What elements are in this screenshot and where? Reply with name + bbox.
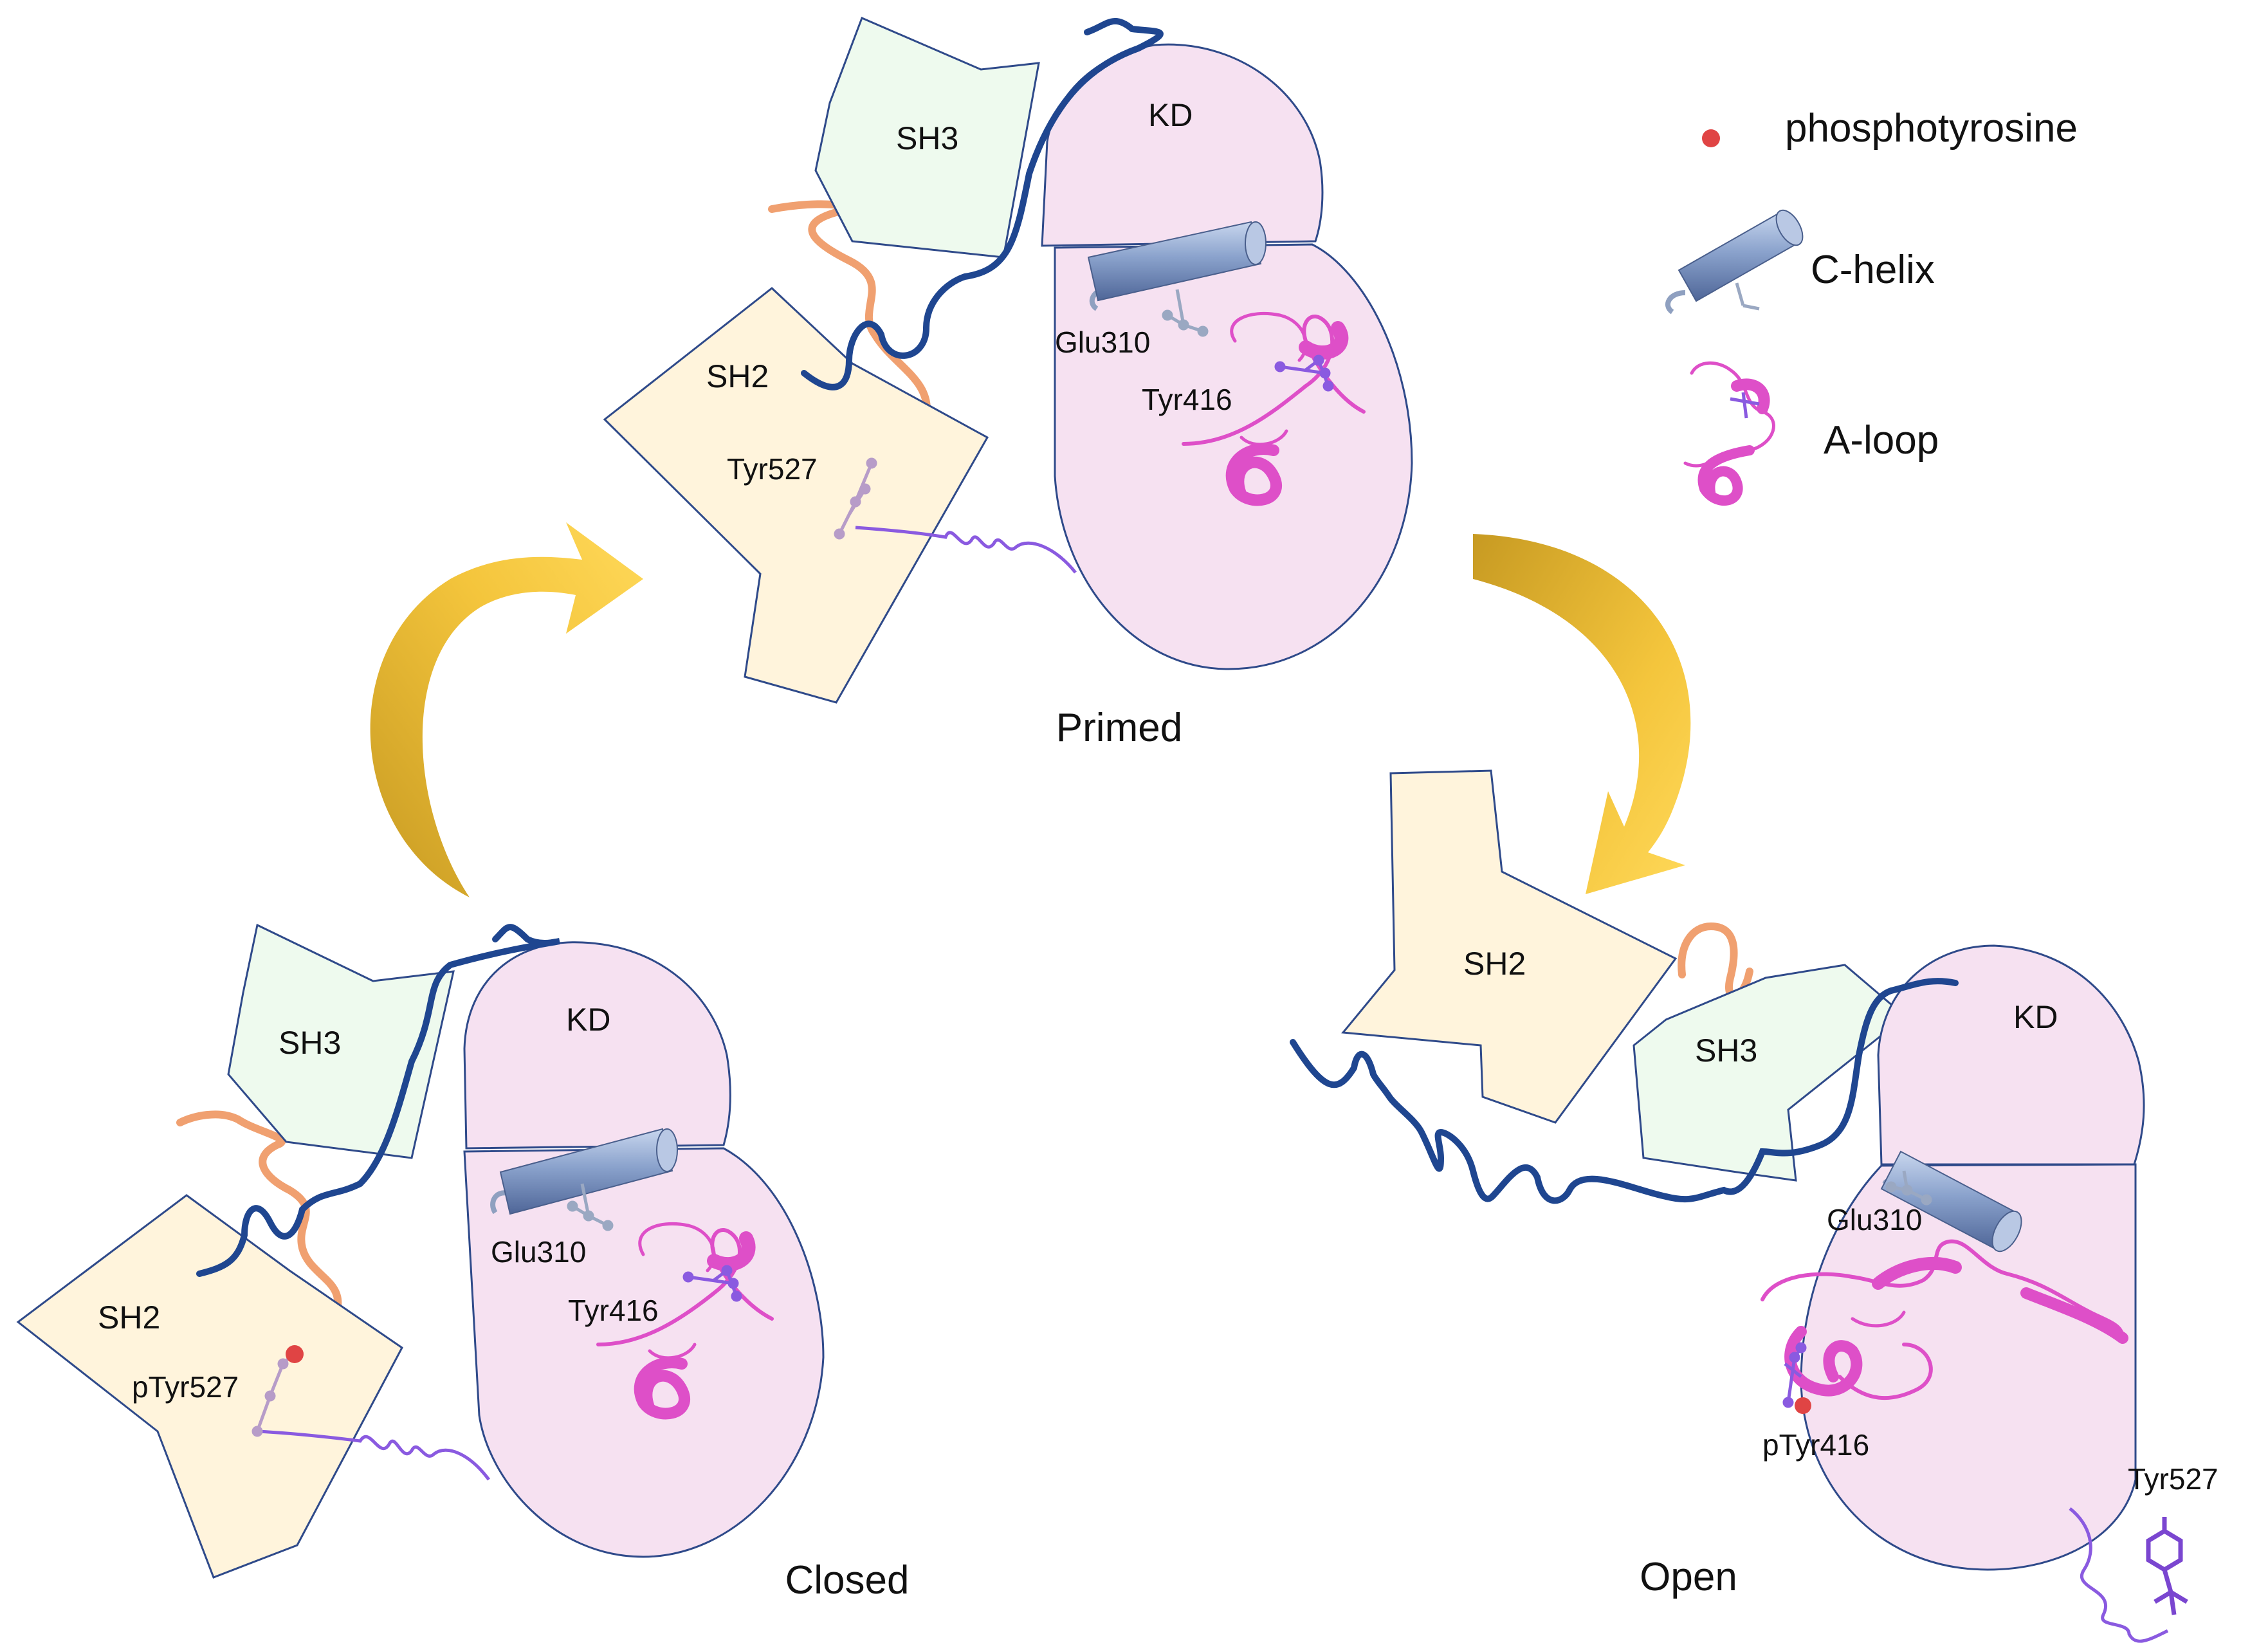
a-loop-ribbon-icon	[1683, 361, 1775, 506]
ptyr416-label: pTyr416	[1762, 1428, 1869, 1462]
state-label-closed: Closed	[785, 1558, 910, 1602]
sh2-domain	[1341, 769, 1678, 1124]
kd-n-lobe	[1041, 43, 1324, 247]
arrow-closed-to-primed	[370, 522, 643, 897]
c-terminal-tail	[2069, 1507, 2169, 1643]
sh2-kinase-linker	[801, 18, 1164, 390]
legend-item-c-helix: C-helix	[1665, 209, 1935, 315]
c-helix-cylinder-icon	[1665, 209, 1804, 315]
ptyr527-label: pTyr527	[132, 1370, 239, 1404]
c-terminal-tail	[855, 526, 1077, 574]
kd-n-lobe	[1877, 944, 2145, 1166]
sh2-domain	[16, 1194, 403, 1579]
state-primed: SH3 KD SH2 Glu310 Tyr416 Tyr527 Primed	[603, 16, 1413, 750]
tyr416-residue	[682, 1265, 742, 1302]
sh3-label: SH3	[1695, 1032, 1757, 1069]
phosphate-dot	[1795, 1397, 1811, 1414]
sh3-label: SH3	[279, 1025, 341, 1061]
sh3-sh2-linker	[176, 1110, 342, 1310]
sh3-domain	[227, 923, 455, 1159]
kd-label: KD	[566, 1002, 610, 1038]
arrow-primed-to-open	[1473, 534, 1691, 894]
sh2-kinase-linker	[196, 924, 560, 1277]
a-loop-tyr-icon	[1730, 392, 1760, 419]
glu310-residue	[1885, 1170, 1932, 1206]
kinase-domain	[463, 941, 825, 1558]
sh3-domain	[814, 16, 1040, 259]
kd-n-lobe	[463, 941, 731, 1150]
sh2-domain	[603, 287, 989, 704]
c-helix	[490, 1128, 678, 1215]
c-helix	[1880, 1150, 2022, 1253]
kd-label: KD	[2013, 999, 2058, 1035]
state-label-open: Open	[1640, 1555, 1737, 1599]
sh2-label: SH2	[706, 358, 769, 394]
legend: phosphotyrosine C-helix	[1665, 106, 2078, 506]
kd-c-lobe	[1800, 1163, 2137, 1571]
kinase-domain	[1800, 944, 2145, 1571]
tyr416-residue	[1274, 354, 1334, 392]
sh3-domain	[1633, 964, 1907, 1182]
legend-label-c-helix: C-helix	[1811, 248, 1935, 292]
kd-label: KD	[1148, 97, 1193, 133]
kd-c-lobe	[463, 1147, 825, 1558]
glu310-label: Glu310	[1055, 326, 1150, 359]
glu310-residue	[567, 1183, 614, 1231]
tyr416-label: Tyr416	[1142, 383, 1232, 416]
legend-item-phosphotyrosine: phosphotyrosine	[1702, 106, 2078, 151]
glu310-label: Glu310	[491, 1235, 586, 1269]
glu310-residue	[1162, 289, 1209, 337]
state-open: SH2 SH3 KD Glu310 pTyr416 Tyr527 Open	[1290, 769, 2218, 1643]
sh2-label: SH2	[1463, 946, 1526, 982]
tyr416-label: Tyr416	[568, 1294, 659, 1327]
tyr527-residue	[2146, 1517, 2188, 1615]
state-label-primed: Primed	[1056, 706, 1182, 750]
legend-item-a-loop: A-loop	[1683, 361, 1939, 506]
ptyr527-residue	[252, 1353, 294, 1437]
tyr527-label: Tyr527	[2128, 1462, 2218, 1496]
sh3-sh2-linker	[1678, 922, 1753, 1000]
ptyr416-residue	[1782, 1342, 1807, 1408]
tyr527-residue	[834, 457, 877, 540]
glu310-label: Glu310	[1827, 1203, 1922, 1236]
c-terminal-tail	[257, 1429, 490, 1481]
legend-label-a-loop: A-loop	[1824, 418, 1939, 463]
legend-label-phosphotyrosine: phosphotyrosine	[1785, 106, 2078, 151]
activation-loop	[1761, 1239, 2128, 1400]
sh2-kinase-linker	[1290, 978, 1959, 1204]
c-helix	[1087, 221, 1267, 311]
sh2-label: SH2	[98, 1299, 160, 1335]
sh3-label: SH3	[896, 120, 958, 156]
phosphotyrosine-dot-icon	[1702, 129, 1720, 147]
tyr527-label: Tyr527	[727, 452, 818, 486]
state-closed: SH3 KD SH2 Glu310 Tyr416 pTyr527 Closed	[16, 923, 910, 1602]
phosphate-dot	[286, 1345, 304, 1363]
